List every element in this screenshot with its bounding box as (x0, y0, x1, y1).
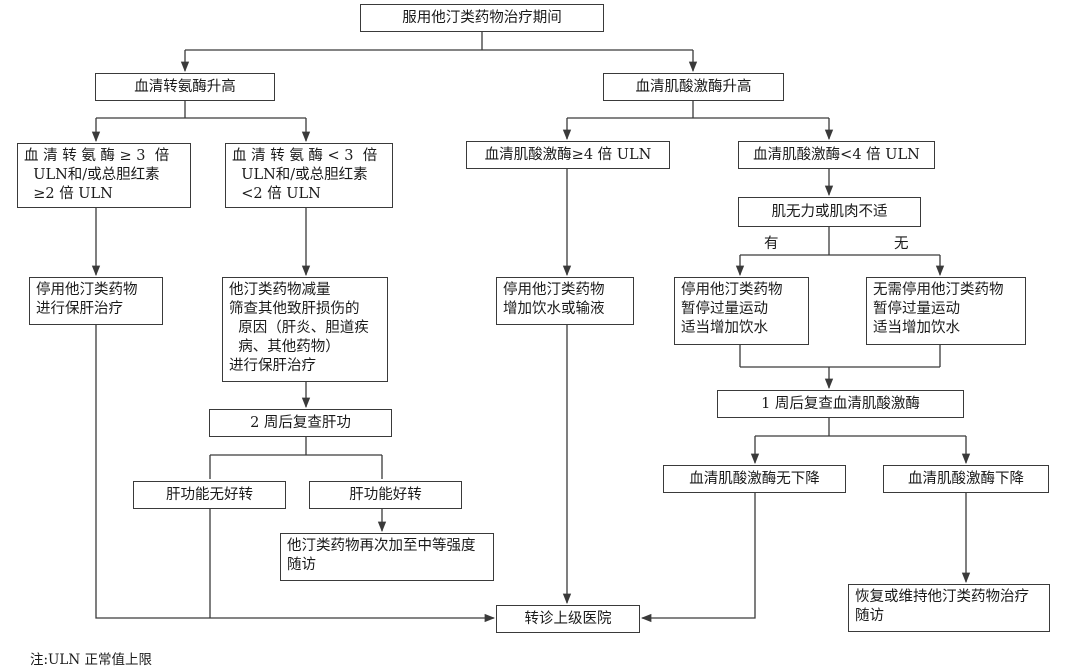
no-stop-statin-node: 无需停用他汀类药物 暂停过量运动 适当增加饮水 (866, 277, 1026, 345)
root-node: 服用他汀类药物治疗期间 (360, 4, 604, 32)
footnote: 注:ULN 正常值上限 (30, 652, 152, 668)
reduce-statin-node: 他汀类药物减量 筛查其他致肝损伤的 原因（肝炎、胆道疾 病、其他药物） 进行保肝… (222, 277, 388, 382)
readd-statin-node: 他汀类药物再次加至中等强度 随访 (280, 533, 494, 581)
stop-statin-pause-node: 停用他汀类药物 暂停过量运动 适当增加饮水 (674, 277, 809, 345)
referral-node: 转诊上级医院 (496, 605, 640, 633)
label-no: 无 (894, 236, 909, 252)
stop-statin-fluid-node: 停用他汀类药物 增加饮水或输液 (496, 277, 634, 325)
ck-decreased-node: 血清肌酸激酶下降 (883, 465, 1049, 493)
ck-ge4-node: 血清肌酸激酶≥4 倍 ULN (466, 141, 670, 169)
ck-lt4-node: 血清肌酸激酶<4 倍 ULN (738, 141, 935, 169)
recheck-liver-node: 2 周后复查肝功 (209, 409, 392, 437)
recheck-ck-node: 1 周后复查血清肌酸激酶 (717, 390, 964, 418)
liver-not-improved-node: 肝功能无好转 (133, 481, 286, 509)
muscle-symptom-node: 肌无力或肌肉不适 (738, 197, 921, 227)
resume-statin-node: 恢复或维持他汀类药物治疗 随访 (848, 584, 1050, 632)
alt-ge3-node: 血 清 转 氨 酶 ≥ 3 倍 ULN和/或总胆红素 ≥2 倍 ULN (17, 143, 191, 208)
alt-elevated-node: 血清转氨酶升高 (95, 73, 275, 101)
alt-lt3-node: 血 清 转 氨 酶 < 3 倍 ULN和/或总胆红素 <2 倍 ULN (225, 143, 393, 208)
liver-improved-node: 肝功能好转 (309, 481, 462, 509)
stop-statin-liver-node: 停用他汀类药物 进行保肝治疗 (29, 277, 163, 325)
label-yes: 有 (764, 236, 779, 252)
ck-not-decreased-node: 血清肌酸激酶无下降 (663, 465, 846, 493)
ck-elevated-node: 血清肌酸激酶升高 (603, 73, 784, 101)
